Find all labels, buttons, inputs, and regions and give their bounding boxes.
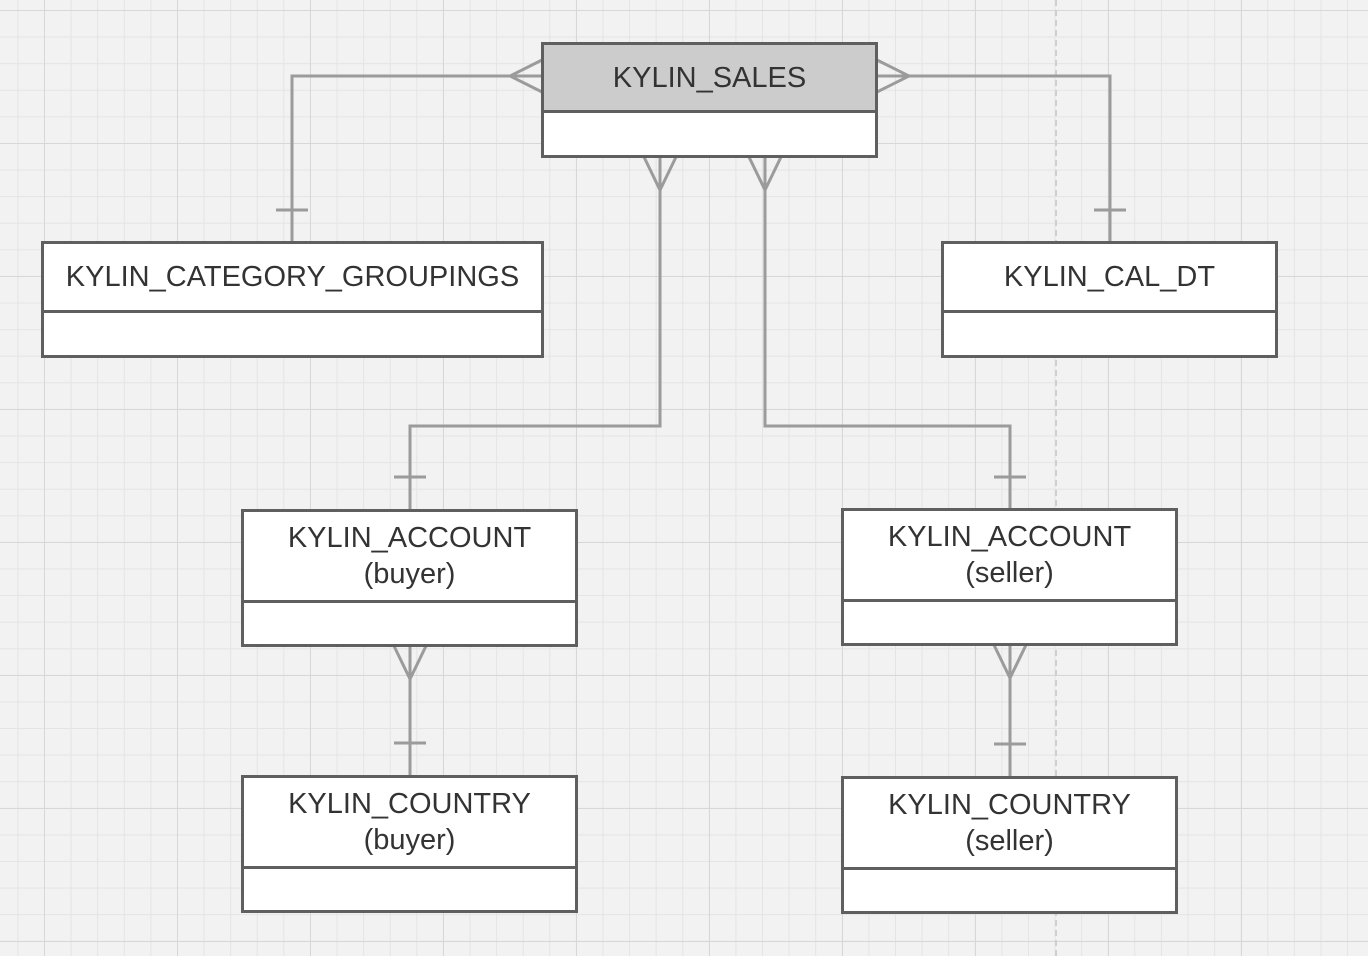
entity-fields	[844, 602, 1175, 643]
entity-role: (seller)	[965, 557, 1054, 589]
entity-kylin-sales[interactable]: KYLIN_SALES	[541, 42, 878, 158]
entity-header: KYLIN_COUNTRY (buyer)	[244, 778, 575, 869]
entity-name: KYLIN_CATEGORY_GROUPINGS	[65, 261, 520, 293]
crowfoot-many-icon	[876, 58, 913, 94]
connector-sales-to-category-groupings[interactable]	[276, 58, 543, 242]
entity-header: KYLIN_CATEGORY_GROUPINGS	[44, 244, 541, 313]
entity-name: KYLIN_ACCOUNT	[287, 522, 532, 554]
connector-account-buyer-to-country-buyer[interactable]	[392, 645, 428, 776]
crowfoot-many-icon	[747, 156, 783, 194]
entity-header: KYLIN_COUNTRY (seller)	[844, 779, 1175, 870]
entity-header: KYLIN_SALES	[544, 45, 875, 113]
entity-fields	[544, 113, 875, 155]
entity-role: (buyer)	[363, 558, 456, 590]
entity-fields	[244, 603, 575, 644]
page-break-guide	[1055, 0, 1057, 956]
entity-name: KYLIN_COUNTRY	[888, 789, 1131, 821]
entity-role: (seller)	[965, 825, 1054, 857]
entity-header: KYLIN_ACCOUNT (buyer)	[244, 512, 575, 603]
connector-sales-to-account-buyer[interactable]	[394, 156, 678, 510]
connector-sales-to-account-seller[interactable]	[747, 156, 1026, 510]
entity-fields	[944, 313, 1275, 355]
entity-fields	[844, 870, 1175, 911]
crowfoot-many-icon	[642, 156, 678, 194]
connector-account-seller-to-country-seller[interactable]	[992, 644, 1028, 777]
entity-role: (buyer)	[363, 824, 456, 856]
entity-fields	[44, 313, 541, 355]
entity-header: KYLIN_ACCOUNT (seller)	[844, 511, 1175, 602]
entity-name: KYLIN_CAL_DT	[1003, 261, 1216, 293]
connector-sales-to-cal-dt[interactable]	[876, 58, 1126, 242]
entity-kylin-category-groupings[interactable]: KYLIN_CATEGORY_GROUPINGS	[41, 241, 544, 358]
entity-name: KYLIN_ACCOUNT	[887, 521, 1132, 553]
crowfoot-many-icon	[506, 58, 543, 94]
crowfoot-many-icon	[392, 645, 428, 683]
entity-name: KYLIN_COUNTRY	[288, 788, 531, 820]
crowfoot-many-icon	[992, 644, 1028, 682]
entity-header: KYLIN_CAL_DT	[944, 244, 1275, 313]
entity-name: KYLIN_SALES	[612, 61, 807, 94]
entity-fields	[244, 869, 575, 910]
entity-kylin-cal-dt[interactable]: KYLIN_CAL_DT	[941, 241, 1278, 358]
entity-kylin-country-buyer[interactable]: KYLIN_COUNTRY (buyer)	[241, 775, 578, 913]
entity-kylin-account-buyer[interactable]: KYLIN_ACCOUNT (buyer)	[241, 509, 578, 647]
entity-kylin-account-seller[interactable]: KYLIN_ACCOUNT (seller)	[841, 508, 1178, 646]
entity-kylin-country-seller[interactable]: KYLIN_COUNTRY (seller)	[841, 776, 1178, 914]
